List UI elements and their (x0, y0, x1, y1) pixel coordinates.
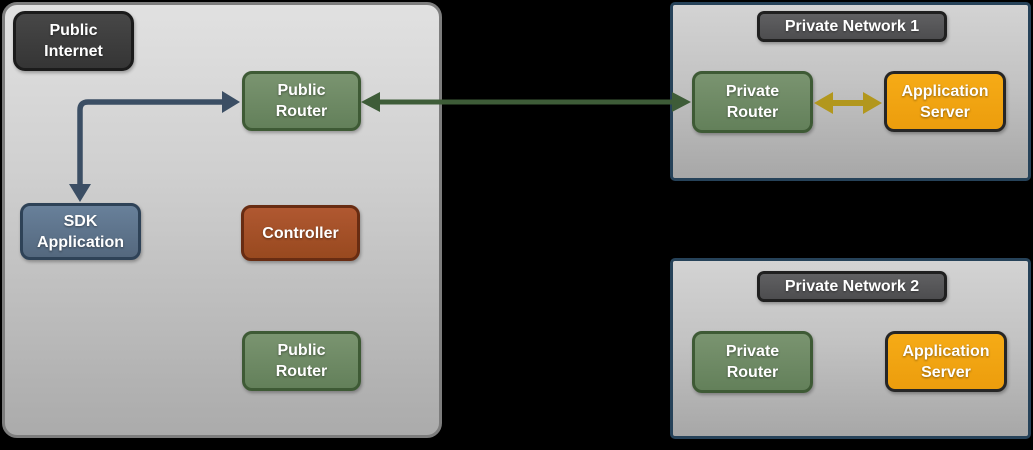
node-sdk-application: SDK Application (20, 203, 141, 260)
private-network-1-zone: Private Network 1 Private Router Applica… (670, 2, 1031, 181)
private-network-1-label: Private Network 1 (757, 11, 947, 42)
node-controller: Controller (241, 205, 360, 261)
private-network-2-label: Private Network 2 (757, 271, 947, 302)
public-internet-zone: Public Internet Public Router SDK Applic… (2, 2, 442, 438)
node-public-router-bottom: Public Router (242, 331, 361, 391)
public-internet-label: Public Internet (13, 11, 134, 71)
node-private-router-1: Private Router (692, 71, 813, 133)
private-network-2-zone: Private Network 2 Private Router Applica… (670, 258, 1031, 439)
node-application-server-1: Application Server (884, 71, 1006, 132)
node-application-server-2: Application Server (885, 331, 1007, 392)
node-public-router-top: Public Router (242, 71, 361, 131)
node-private-router-2: Private Router (692, 331, 813, 393)
